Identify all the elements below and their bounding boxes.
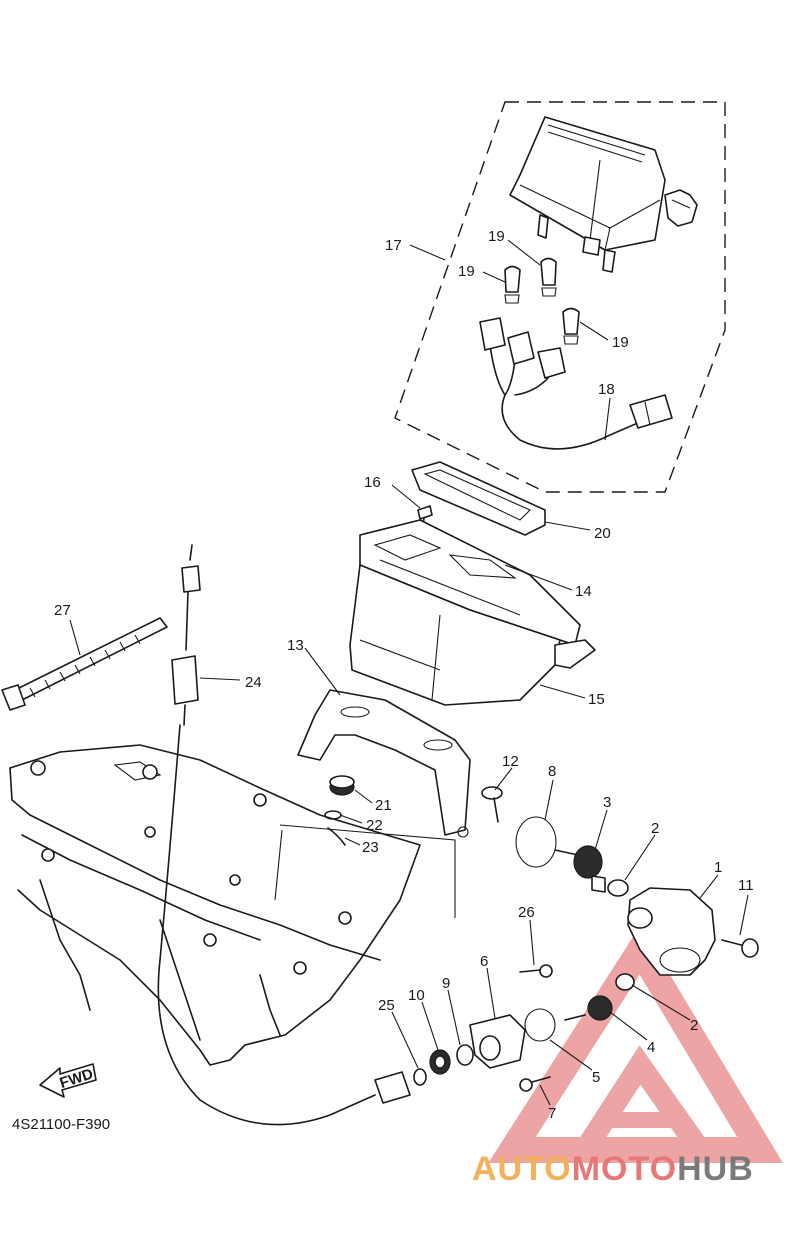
callout-19-upper: 19: [488, 228, 505, 245]
oil-seal-9: [456, 1044, 474, 1066]
meter-assembly-boundary: [394, 101, 726, 493]
watermark-text: AUTOMOTOHUB: [472, 1150, 754, 1188]
callout-labels: 17 19 19 19 18 16 20 14 15 13 24 27 12 2…: [54, 228, 754, 1122]
watermark-logo: [488, 925, 783, 1163]
watermark-hub: HUB: [677, 1150, 754, 1188]
callout-21: 21: [375, 797, 392, 814]
bolt-12: [481, 786, 503, 823]
callout-17: 17: [385, 237, 402, 254]
sleeve-6: [469, 1014, 526, 1069]
bulb-upper: [540, 257, 557, 297]
fwd-label: FWD: [58, 1065, 96, 1092]
callout-25: 25: [378, 997, 395, 1014]
callout-5: 5: [592, 1069, 600, 1086]
cable-tie: [1, 617, 168, 711]
callout-19-right: 19: [612, 334, 629, 351]
svg-text:AUTOMOTOHUB: AUTOMOTOHUB: [472, 1150, 754, 1188]
callout-2-lower: 2: [690, 1017, 698, 1034]
speedometer-cable: [157, 544, 411, 1126]
meter-lens: [411, 461, 546, 536]
collar-2-lower: [615, 973, 635, 991]
leader-lines: [69, 239, 749, 1106]
callout-8: 8: [548, 763, 556, 780]
grommet-21: [329, 775, 355, 796]
callout-23: 23: [362, 839, 379, 856]
callout-26: 26: [518, 904, 535, 921]
meter-unit: [509, 116, 698, 273]
callout-4: 4: [647, 1039, 655, 1056]
meter-case: [349, 564, 596, 706]
bolt-11: [721, 938, 759, 958]
callout-14: 14: [575, 583, 592, 600]
callout-13: 13: [287, 637, 304, 654]
callout-24: 24: [245, 674, 262, 691]
callout-6: 6: [480, 953, 488, 970]
watermark-auto: AUTO: [472, 1150, 572, 1188]
diagram-code: 4S21100-F390: [12, 1116, 110, 1133]
callout-15: 15: [588, 691, 605, 708]
screw-16: [417, 505, 433, 536]
driven-gear-4: [564, 995, 613, 1021]
callout-11: 11: [738, 877, 754, 894]
collar-2-upper: [607, 879, 629, 897]
watermark-moto: MOTO: [572, 1150, 677, 1188]
callout-18: 18: [598, 381, 615, 398]
screw-26: [519, 964, 553, 978]
o-ring-5: [524, 1008, 556, 1042]
callout-3: 3: [603, 794, 611, 811]
screw-7: [519, 1076, 551, 1092]
callout-1: 1: [714, 859, 722, 876]
bulb-left: [504, 265, 521, 304]
callout-7: 7: [548, 1105, 556, 1122]
o-ring-8: [515, 816, 557, 868]
washer-25: [413, 1068, 427, 1086]
fwd-arrow-icon: FWD: [39, 1063, 97, 1098]
frame-crown: [9, 744, 456, 1066]
callout-19-left: 19: [458, 263, 475, 280]
callout-22: 22: [366, 817, 383, 834]
callout-27: 27: [54, 602, 71, 619]
wire-harness: [479, 317, 673, 450]
callout-2-upper: 2: [651, 820, 659, 837]
callout-9: 9: [442, 975, 450, 992]
gear-housing: [627, 887, 716, 976]
callout-12: 12: [502, 753, 519, 770]
bearing-10: [429, 1049, 451, 1075]
meter-bracket: [297, 689, 471, 838]
callout-10: 10: [408, 987, 425, 1004]
bulb-right: [562, 307, 580, 345]
callout-16: 16: [364, 474, 381, 491]
callout-20: 20: [594, 525, 611, 542]
drive-gear-3: [554, 845, 606, 893]
